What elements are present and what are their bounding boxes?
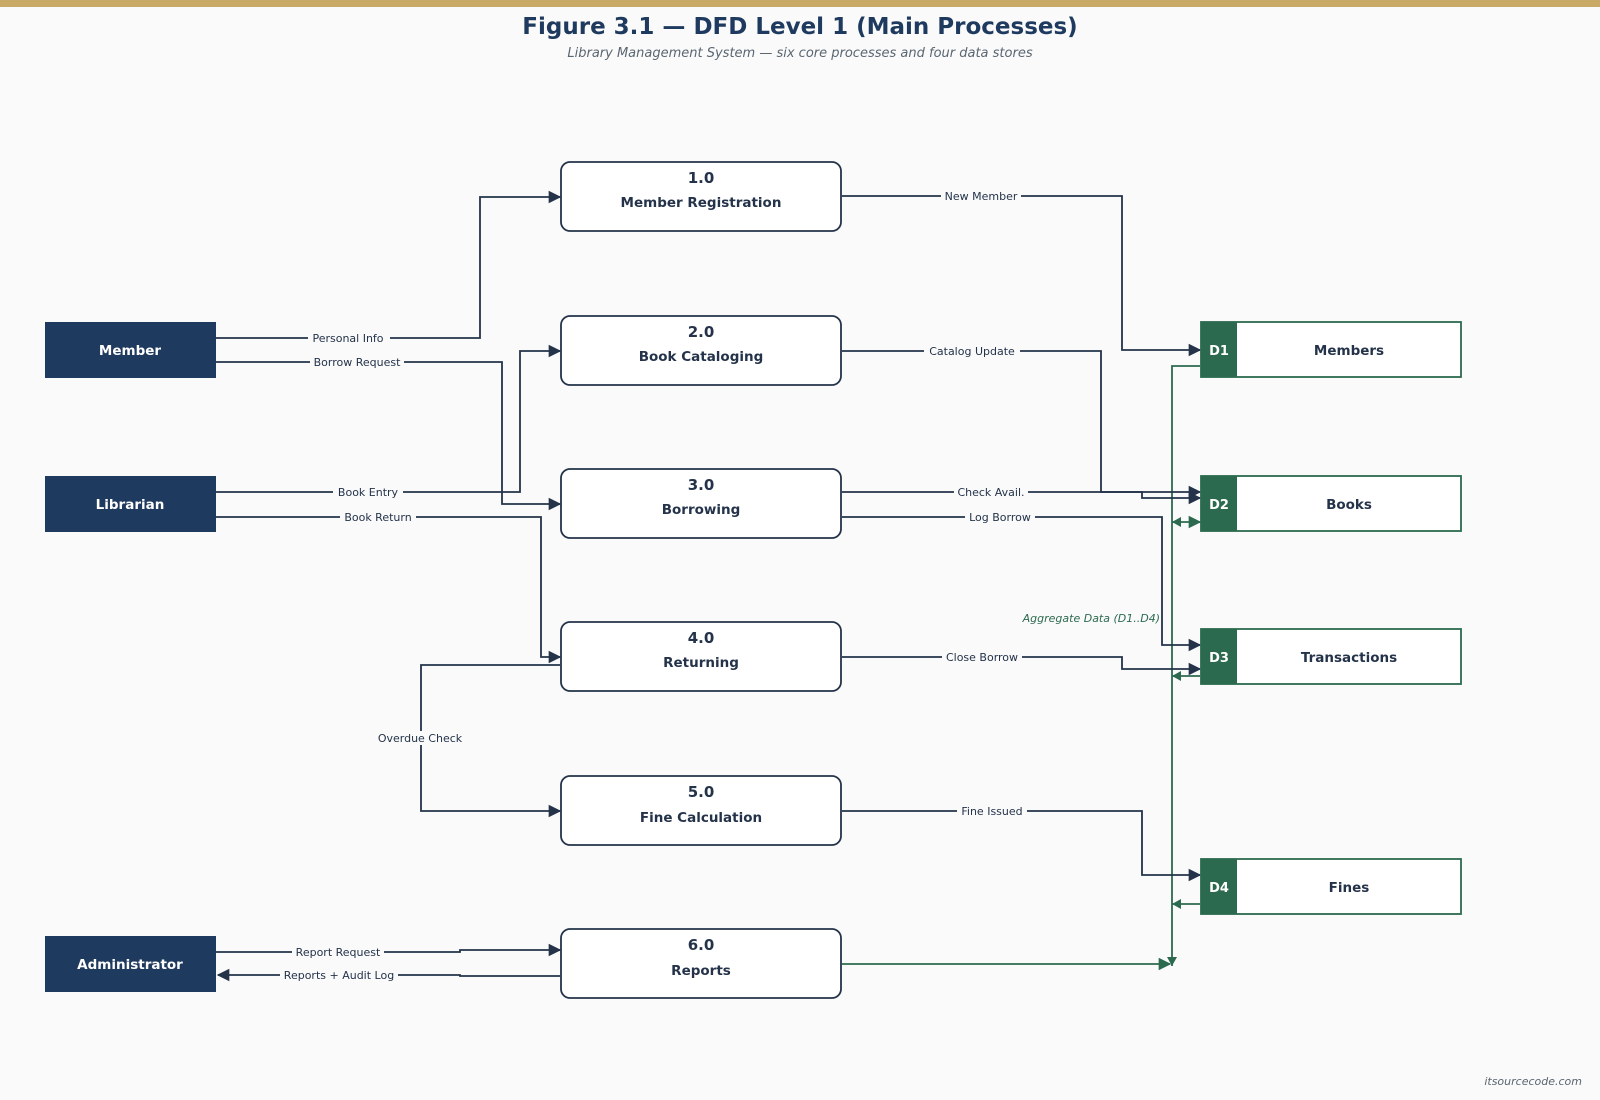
process-6: 6.0 Reports <box>560 928 842 999</box>
entity-administrator: Administrator <box>45 936 216 992</box>
aggregate-bus-line <box>1171 365 1200 966</box>
catalog-update-flow <box>842 350 1202 505</box>
log-borrow-label: Log Borrow <box>969 511 1031 524</box>
store-d2-name: Books <box>1326 497 1372 513</box>
store-d2-id: D2 <box>1209 498 1229 513</box>
borrow-request-label: Borrow Request <box>314 356 401 369</box>
data-stores: D1 Members D2 Books D3 Transactions D4 F… <box>1200 321 1462 915</box>
book-entry-label: Book Entry <box>338 486 399 499</box>
store-d1-id: D1 <box>1209 344 1229 359</box>
aggregate-data-label: Aggregate Data (D1..D4) <box>1022 612 1160 625</box>
store-d4: D4 Fines <box>1200 858 1462 915</box>
process-5: 5.0 Fine Calculation <box>560 775 842 846</box>
report-request-label: Report Request <box>296 946 381 959</box>
figure-title: Figure 3.1 — DFD Level 1 (Main Processes… <box>522 14 1078 40</box>
entity-member-label: Member <box>99 343 161 359</box>
store-d4-name: Fines <box>1329 880 1370 896</box>
source-credit: itsourcecode.com <box>1484 1075 1582 1088</box>
new-member-flow <box>842 195 1202 357</box>
borrow-request-flow <box>216 361 562 511</box>
process-4-number: 4.0 <box>688 629 715 647</box>
book-entry-flow <box>216 344 562 493</box>
book-return-flow <box>216 516 562 664</box>
personal-info-label: Personal Info <box>312 332 383 345</box>
d2-aggregate-arrowhead <box>1172 517 1181 527</box>
store-d3-name: Transactions <box>1301 650 1397 666</box>
report-request-flow <box>216 943 562 957</box>
store-d1: D1 Members <box>1200 321 1462 378</box>
top-accent-bar <box>0 0 1600 7</box>
entity-librarian-label: Librarian <box>96 497 165 513</box>
process-5-number: 5.0 <box>688 783 715 801</box>
process-3-name: Borrowing <box>662 502 741 518</box>
catalog-update-label: Catalog Update <box>929 345 1015 358</box>
entity-librarian: Librarian <box>45 476 216 532</box>
process-3-number: 3.0 <box>688 476 715 494</box>
process-4-name: Returning <box>663 655 739 671</box>
process-5-name: Fine Calculation <box>640 810 762 826</box>
close-borrow-label: Close Borrow <box>946 651 1018 664</box>
process-2-name: Book Cataloging <box>639 349 764 365</box>
personal-info-flow <box>216 190 562 339</box>
book-return-label: Book Return <box>344 511 411 524</box>
store-d4-id: D4 <box>1209 881 1229 896</box>
store-d2: D2 Books <box>1200 475 1462 532</box>
processes: 1.0 Member Registration 2.0 Book Catalog… <box>560 161 842 999</box>
input-flows <box>216 190 562 982</box>
reports-audit-label: Reports + Audit Log <box>284 969 394 982</box>
process-6-name: Reports <box>671 963 731 979</box>
check-avail-label: Check Avail. <box>957 486 1024 499</box>
flow-labels: Personal Info Borrow Request Book Entry … <box>280 189 1035 982</box>
store-d3: D3 Transactions <box>1200 628 1462 685</box>
fine-issued-flow <box>842 810 1202 882</box>
fine-issued-label: Fine Issued <box>961 805 1022 818</box>
store-d3-id: D3 <box>1209 651 1229 666</box>
process-3: 3.0 Borrowing <box>560 468 842 539</box>
process-2-number: 2.0 <box>688 323 715 341</box>
process-6-number: 6.0 <box>688 936 715 954</box>
process-1: 1.0 Member Registration <box>560 161 842 232</box>
overdue-check-label: Overdue Check <box>378 732 463 745</box>
bus-end-arrowhead <box>1167 957 1177 966</box>
store-d1-name: Members <box>1314 343 1384 359</box>
process-2: 2.0 Book Cataloging <box>560 315 842 386</box>
new-member-label: New Member <box>945 190 1018 203</box>
process-1-name: Member Registration <box>621 195 782 211</box>
log-borrow-flow <box>842 516 1202 652</box>
external-entities: Member Librarian Administrator <box>45 322 216 992</box>
process-1-number: 1.0 <box>688 169 715 187</box>
d4-aggregate-arrowhead <box>1172 899 1181 909</box>
entity-administrator-label: Administrator <box>77 957 183 973</box>
process-4: 4.0 Returning <box>560 621 842 692</box>
d3-aggregate-arrowhead <box>1172 671 1181 681</box>
figure-subtitle: Library Management System — six core pro… <box>567 46 1033 61</box>
entity-member: Member <box>45 322 216 378</box>
store-flows <box>842 195 1202 882</box>
aggregate-data-flows: Aggregate Data (D1..D4) <box>842 365 1202 971</box>
